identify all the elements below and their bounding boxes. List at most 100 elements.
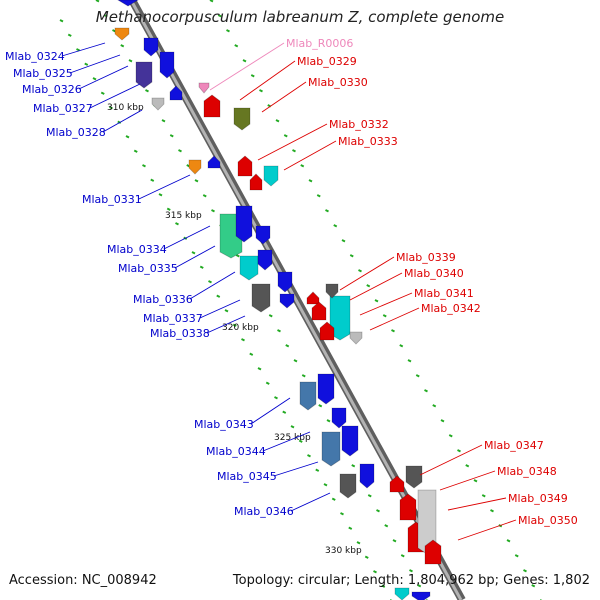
gene-label: Mlab_0330 xyxy=(308,76,368,89)
gene-label-connector xyxy=(163,225,211,250)
gene-label-connector xyxy=(189,271,236,300)
gene-box xyxy=(424,539,442,565)
gene-label-connector xyxy=(349,272,403,301)
gene-label-connector xyxy=(273,461,319,477)
gene-box xyxy=(389,475,405,493)
gene-label: Mlab_0350 xyxy=(518,514,578,527)
gene-label-connector xyxy=(447,497,507,511)
gene-label-connector xyxy=(359,292,413,316)
gene-box xyxy=(411,591,431,600)
gene-box xyxy=(277,271,293,293)
gene-label: Mlab_0335 xyxy=(118,262,178,275)
gene-box xyxy=(339,473,357,499)
gene-box xyxy=(255,225,271,245)
gene-label-connector xyxy=(250,397,291,425)
gene-box xyxy=(263,165,279,187)
scale-label: 320 kbp xyxy=(222,323,259,333)
gene-label: Mlab_0338 xyxy=(150,327,210,340)
gene-box xyxy=(117,0,139,7)
gene-box xyxy=(198,82,210,94)
gene-label: Mlab_0341 xyxy=(414,287,474,300)
gene-box xyxy=(279,293,295,309)
gene-label-connector xyxy=(138,174,191,200)
gene-box xyxy=(331,407,347,429)
accession-label: Accession: NC_008942 xyxy=(9,573,157,588)
gene-label: Mlab_0349 xyxy=(508,492,568,505)
gene-label: Mlab_0348 xyxy=(497,465,557,478)
gene-label: Mlab_0329 xyxy=(297,55,357,68)
gene-box xyxy=(349,331,363,345)
gene-box xyxy=(257,249,273,271)
gene-box xyxy=(239,255,259,281)
gene-box xyxy=(251,283,271,313)
gene-label-connector xyxy=(199,299,241,319)
genome-summary: Topology: circular; Length: 1,804,962 bp… xyxy=(232,573,590,588)
gene-box xyxy=(299,381,317,411)
gene-box xyxy=(159,51,175,79)
gene-box xyxy=(405,465,423,489)
gene-label-connector xyxy=(61,42,106,57)
gene-label: Mlab_0343 xyxy=(194,418,254,431)
gene-box xyxy=(235,205,253,243)
gene-box xyxy=(317,373,335,405)
gene-box xyxy=(188,159,202,175)
gene-label-connector xyxy=(102,109,143,133)
gene-label: Mlab_0333 xyxy=(338,135,398,148)
gene-label: Mlab_0336 xyxy=(133,293,193,306)
gene-label-connector xyxy=(339,256,395,291)
gene-label: Mlab_0327 xyxy=(33,102,93,115)
scale-label: 310 kbp xyxy=(107,103,144,113)
gene-label: Mlab_0324 xyxy=(5,50,65,63)
gene-label-connector xyxy=(439,470,496,491)
genome-title: Methanocorpusculum labreanum Z, complete… xyxy=(95,8,505,26)
gene-label-connector xyxy=(78,65,129,90)
gene-box xyxy=(233,107,251,131)
gene-label: Mlab_0347 xyxy=(484,439,544,452)
gene-label: Mlab_0346 xyxy=(234,505,294,518)
scale-label: 325 kbp xyxy=(274,433,311,443)
gene-label-connector xyxy=(209,42,285,91)
gene-label-connector xyxy=(262,431,311,452)
gene-label: Mlab_0334 xyxy=(107,243,167,256)
gene-label-connector xyxy=(69,54,121,74)
gene-box xyxy=(203,94,221,118)
gene-box xyxy=(151,97,165,111)
gene-box xyxy=(143,37,159,57)
gene-label: Mlab_0332 xyxy=(329,118,389,131)
gene-label-connector xyxy=(261,81,307,113)
gene-label: Mlab_0342 xyxy=(421,302,481,315)
gene-label: Mlab_0340 xyxy=(404,267,464,280)
gene-box xyxy=(306,291,320,305)
gene-label-connector xyxy=(457,519,517,541)
gene-label-connector xyxy=(419,444,483,476)
gene-box xyxy=(249,173,263,191)
gene-box xyxy=(325,283,339,299)
gene-label: Mlab_0344 xyxy=(206,445,266,458)
gene-box xyxy=(114,27,130,41)
gene-label-connector xyxy=(283,140,337,171)
scale-label: 330 kbp xyxy=(325,546,362,556)
gene-label: Mlab_0325 xyxy=(13,67,73,80)
scale-label: 315 kbp xyxy=(165,211,202,221)
gene-label: Mlab_0337 xyxy=(143,312,203,325)
gene-box xyxy=(399,493,417,521)
gene-label-connector xyxy=(174,245,216,269)
gene-box xyxy=(135,61,153,89)
gene-box xyxy=(311,301,327,321)
gene-box xyxy=(169,85,183,101)
gene-box xyxy=(341,425,359,457)
gene-label-connector xyxy=(239,60,296,101)
gene-label: Mlab_R0006 xyxy=(286,37,353,50)
gene-box xyxy=(321,431,341,467)
gene-label: Mlab_0326 xyxy=(22,83,82,96)
gene-label-connector xyxy=(290,492,331,512)
gene-box xyxy=(359,463,375,489)
gene-box xyxy=(237,155,253,177)
gene-box xyxy=(394,587,410,600)
gene-label-connector xyxy=(206,315,246,334)
gene-label-connector xyxy=(369,307,420,331)
gene-label: Mlab_0345 xyxy=(217,470,277,483)
gene-label: Mlab_0331 xyxy=(82,193,142,206)
